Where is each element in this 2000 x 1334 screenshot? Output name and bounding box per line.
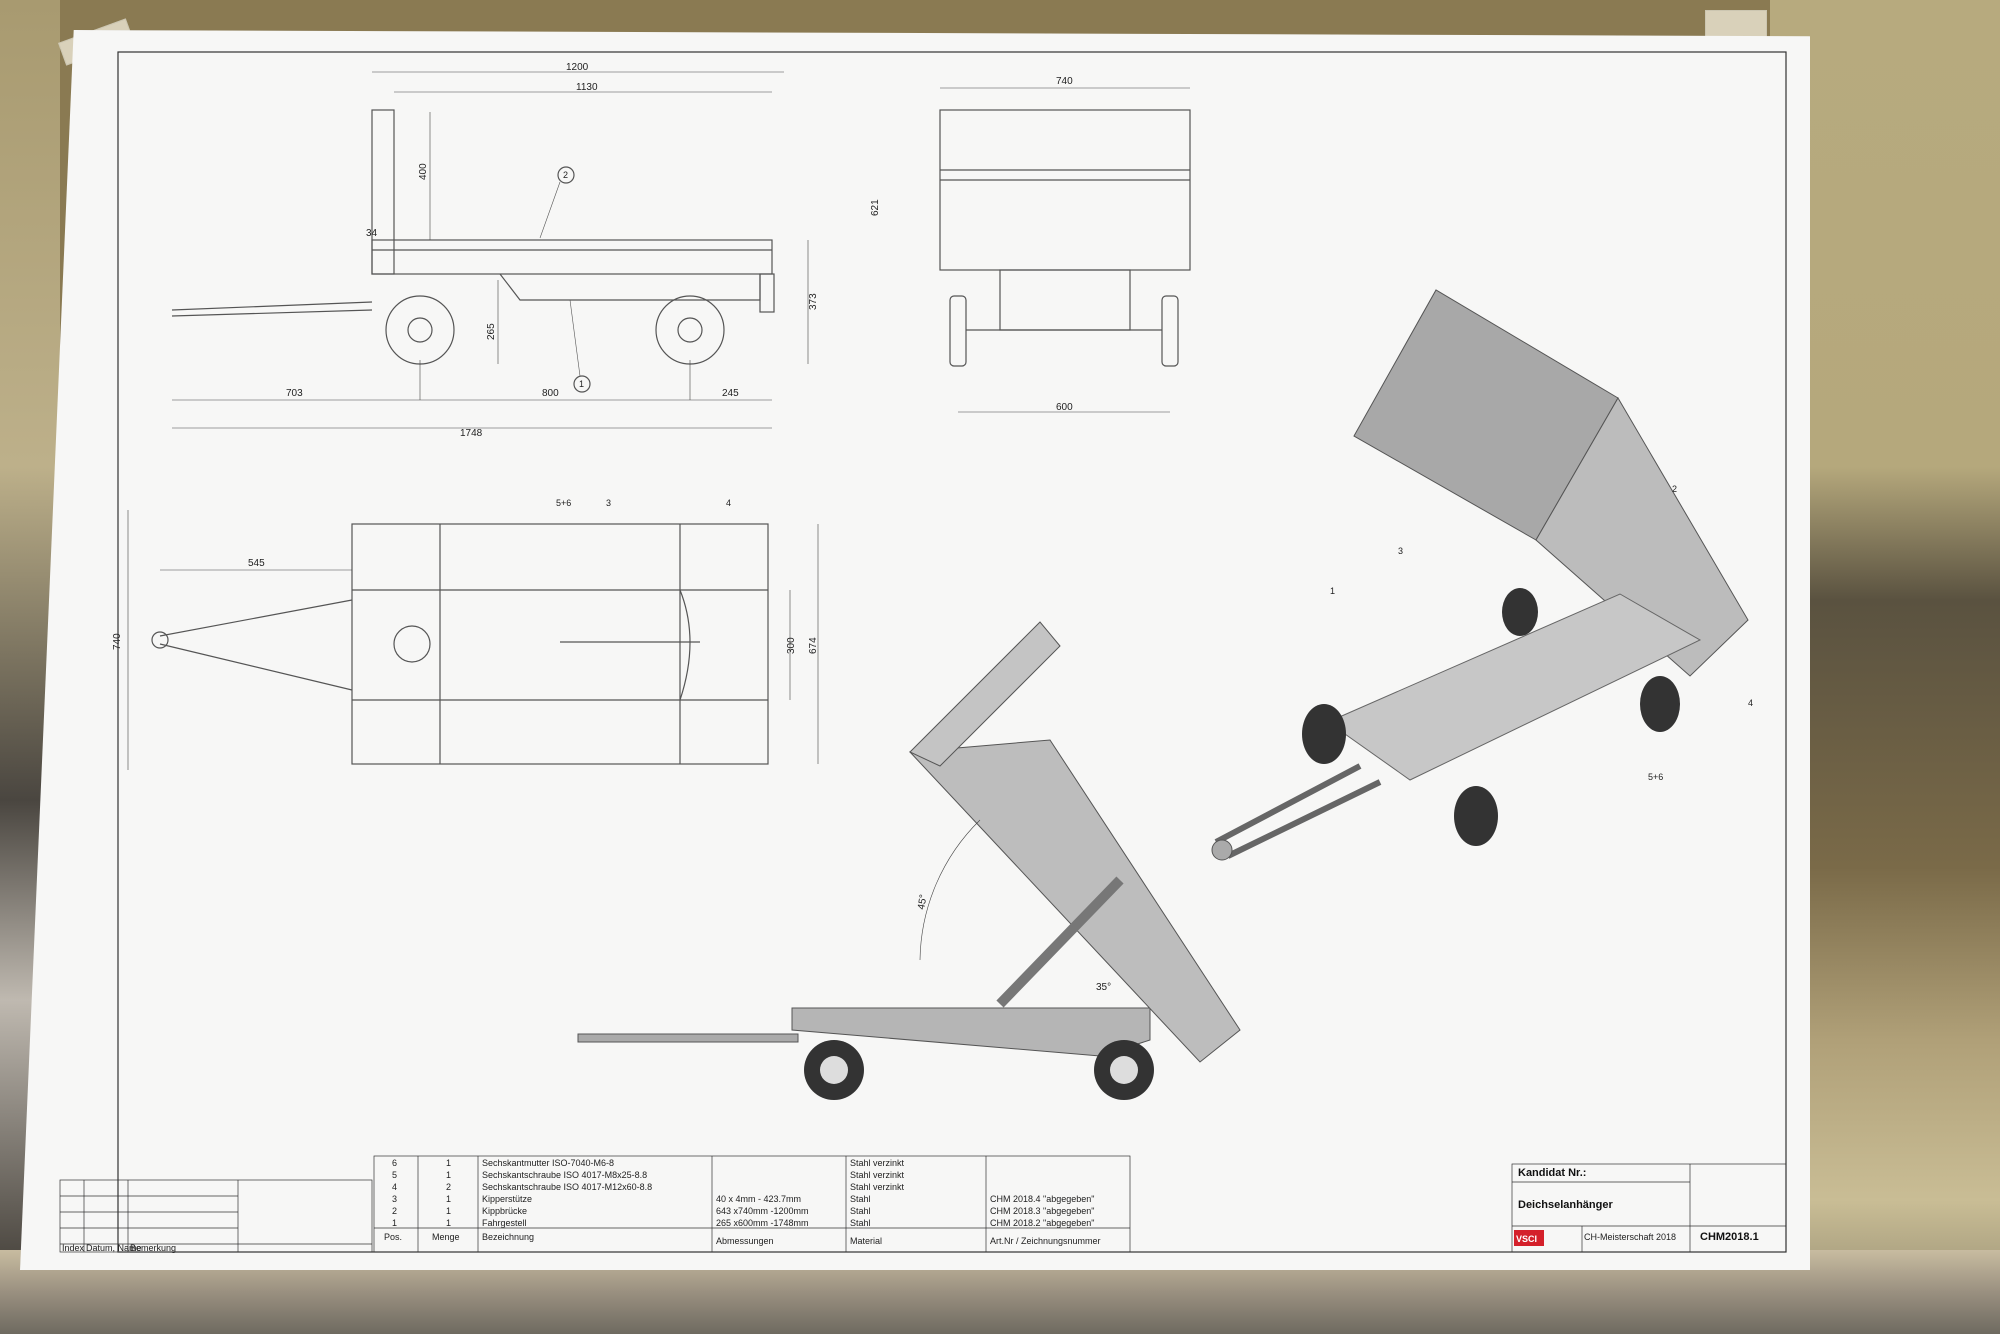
top-view-dimensions (127, 510, 819, 770)
row-6-menge: 1 (446, 1158, 451, 1168)
row-3-menge: 1 (446, 1194, 451, 1204)
row-3-mat: Stahl (850, 1194, 871, 1204)
row-1-abm: 265 x600mm -1748mm (716, 1218, 809, 1228)
row-2-menge: 1 (446, 1206, 451, 1216)
revision-block (59, 1179, 373, 1253)
kandidat-label: Kandidat Nr.: (1518, 1167, 1586, 1179)
dim-265: 265 (486, 323, 497, 340)
header-bezeichnung: Bezeichnung (482, 1232, 534, 1242)
dim-1200: 1200 (566, 62, 589, 73)
event-name: CH-Meisterschaft 2018 (1584, 1232, 1676, 1242)
dim-740-top: 740 (112, 633, 123, 650)
parts-list (373, 1155, 1131, 1253)
row-5-bez: Sechskantschraube ISO 4017-M8x25-8.8 (482, 1170, 647, 1180)
dim-300: 300 (786, 637, 797, 654)
front-view-dimensions (940, 87, 1190, 413)
angle-35: 35° (1096, 982, 1111, 993)
parts-list-text: 6 1 Sechskantmutter ISO-7040-M6-8 Stahl … (384, 1158, 1101, 1246)
row-5-pos: 5 (392, 1170, 397, 1180)
row-2-pos: 2 (392, 1206, 397, 1216)
row-4-bez: Sechskantschraube ISO 4017-M12x60-8.8 (482, 1182, 652, 1192)
row-3-art: CHM 2018.4 "abgegeben" (990, 1194, 1094, 1204)
row-4-menge: 2 (446, 1182, 451, 1192)
isometric-view: 3 1 2 4 5+6 (1211, 289, 1753, 861)
side-view-labels: 1200 1130 400 34 621 373 265 703 800 245… (286, 62, 881, 439)
top-view-labels: 545 740 300 674 5+6 3 4 (112, 498, 819, 654)
dim-800: 800 (542, 388, 559, 399)
balloon-1-iso: 1 (1330, 586, 1335, 596)
vsci-logo-text: VSCI (1516, 1234, 1537, 1244)
vsci-logo (1514, 1230, 1544, 1246)
title-block (1511, 1163, 1787, 1253)
dim-400: 400 (418, 163, 429, 180)
dim-373: 373 (808, 293, 819, 310)
title-block-text: Kandidat Nr.: Deichselanhänger VSCI CH-M… (1514, 1167, 1759, 1246)
row-1-menge: 1 (446, 1218, 451, 1228)
revision-headers: Index Datum, Name Bemerkung (62, 1243, 176, 1253)
angle-45: 45° (916, 894, 929, 911)
balloon-4-iso: 4 (1748, 698, 1753, 708)
row-5-mat: Stahl verzinkt (850, 1170, 905, 1180)
front-view (939, 109, 1191, 367)
row-6-bez: Sechskantmutter ISO-7040-M6-8 (482, 1158, 614, 1168)
dim-1748: 1748 (460, 428, 483, 439)
rev-header-datum: Datum, Name (86, 1243, 142, 1253)
rev-header-bemerkung: Bemerkung (130, 1243, 176, 1253)
dim-674: 674 (808, 637, 819, 654)
row-1-mat: Stahl (850, 1218, 871, 1228)
dim-703: 703 (286, 388, 303, 399)
row-6-pos: 6 (392, 1158, 397, 1168)
row-2-art: CHM 2018.3 "abgegeben" (990, 1206, 1094, 1216)
dim-34: 34 (366, 228, 378, 239)
rev-header-index: Index (62, 1243, 85, 1253)
balloon-3-iso: 3 (1398, 546, 1403, 556)
row-5-menge: 1 (446, 1170, 451, 1180)
dim-545: 545 (248, 558, 265, 569)
dim-621-side: 621 (870, 199, 881, 216)
balloon-4-top: 4 (726, 498, 731, 508)
row-3-pos: 3 (392, 1194, 397, 1204)
top-view (151, 523, 769, 765)
dim-740-front: 740 (1056, 76, 1073, 87)
row-1-bez: Fahrgestell (482, 1218, 527, 1228)
dim-245: 245 (722, 388, 739, 399)
side-view-dimensions (172, 71, 809, 429)
header-menge: Menge (432, 1232, 460, 1242)
row-2-mat: Stahl (850, 1206, 871, 1216)
header-abmessungen: Abmessungen (716, 1236, 774, 1246)
header-artnr: Art.Nr / Zeichnungsnummer (990, 1236, 1101, 1246)
front-view-labels: 740 600 (1056, 76, 1073, 413)
header-material: Material (850, 1236, 882, 1246)
balloon-2-iso: 2 (1672, 484, 1677, 494)
row-1-pos: 1 (392, 1218, 397, 1228)
dim-1130: 1130 (576, 82, 598, 93)
balloon-5-6-iso: 5+6 (1648, 772, 1663, 782)
balloon-2-side: 2 (563, 170, 568, 180)
row-4-pos: 4 (392, 1182, 397, 1192)
balloon-1-side: 1 (579, 379, 584, 389)
drawing-title: Deichselanhänger (1518, 1199, 1613, 1211)
row-4-mat: Stahl verzinkt (850, 1182, 905, 1192)
balloon-3-top: 3 (606, 498, 611, 508)
row-3-abm: 40 x 4mm - 423.7mm (716, 1194, 801, 1204)
row-2-bez: Kippbrücke (482, 1206, 527, 1216)
row-3-bez: Kipperstütze (482, 1194, 532, 1204)
row-1-art: CHM 2018.2 "abgegeben" (990, 1218, 1094, 1228)
side-view (171, 109, 775, 393)
drawing-number: CHM2018.1 (1700, 1231, 1759, 1243)
header-pos: Pos. (384, 1232, 402, 1242)
row-2-abm: 643 x740mm -1200mm (716, 1206, 809, 1216)
tilted-side-view: 45° 35° (577, 621, 1241, 1100)
balloon-5-6-top: 5+6 (556, 498, 571, 508)
row-6-mat: Stahl verzinkt (850, 1158, 905, 1168)
dim-600: 600 (1056, 402, 1073, 413)
